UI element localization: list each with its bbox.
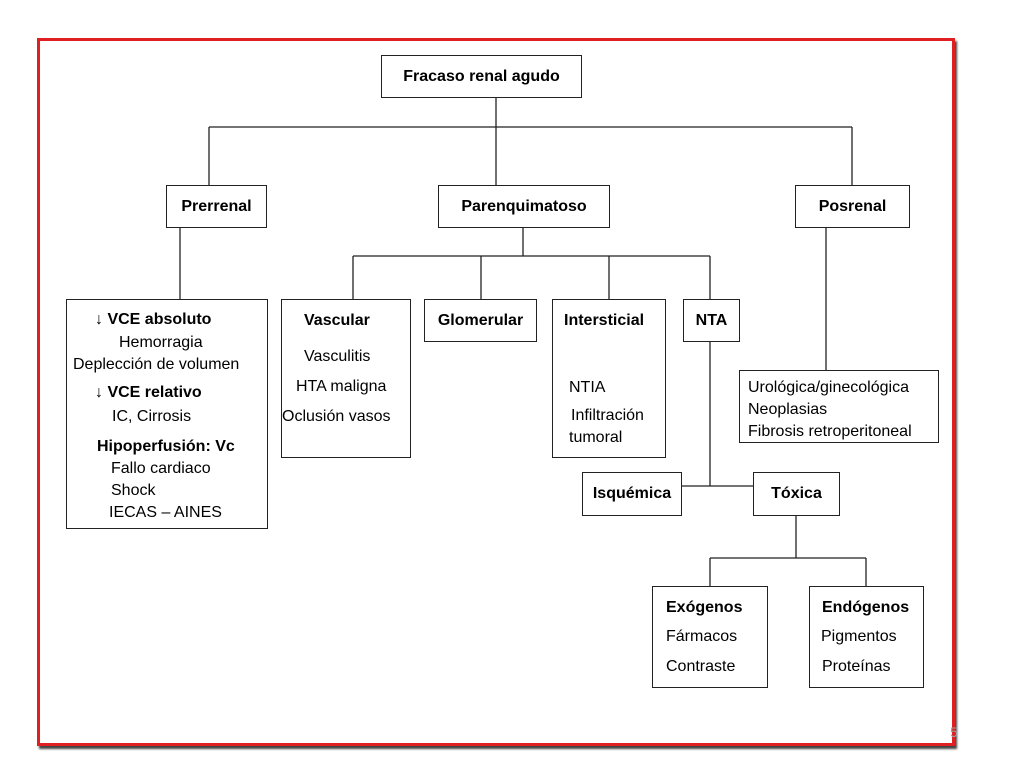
intersticial-item: Infiltración: [571, 407, 644, 424]
toxica-label: Tóxica: [771, 485, 822, 502]
shock-text: Shock: [111, 482, 156, 499]
vce-absoluto-heading: ↓ VCE absoluto: [95, 311, 212, 328]
exogenos-node: Exógenos Fármacos Contraste: [652, 586, 768, 688]
endogenos-node: Endógenos Pigmentos Proteínas: [809, 586, 924, 688]
intersticial-label: Intersticial: [564, 312, 645, 329]
intersticial-node: Intersticial NTIA Infiltración tumoral: [552, 299, 666, 458]
parenquimatoso-node: Parenquimatoso: [438, 185, 610, 228]
toxica-node: Tóxica: [753, 472, 840, 516]
posrenal-label: Posrenal: [818, 197, 887, 215]
isquemica-label: Isquémica: [592, 485, 672, 502]
endogenos-item: Proteínas: [822, 658, 891, 675]
isquemica-node: Isquémica: [582, 472, 682, 516]
root-node: Fracaso renal agudo: [381, 55, 582, 98]
posrenal-node: Posrenal: [795, 185, 910, 228]
vascular-label: Vascular: [304, 312, 370, 329]
glomerular-node: Glomerular: [424, 299, 537, 342]
prerrenal-detail-box: ↓ VCE absoluto Hemorragia Deplección de …: [66, 299, 268, 529]
parenquimatoso-label: Parenquimatoso: [461, 197, 587, 215]
root-label: Fracaso renal agudo: [403, 67, 560, 85]
slide-number: 5: [950, 724, 958, 740]
prerrenal-label: Prerrenal: [181, 197, 252, 215]
vce-relativo-heading: ↓ VCE relativo: [95, 384, 202, 401]
glomerular-label: Glomerular: [437, 311, 524, 329]
iecas-aines-text: IECAS – AINES: [109, 504, 222, 521]
vascular-item: Vasculitis: [304, 348, 371, 365]
prerrenal-node: Prerrenal: [166, 185, 267, 228]
hipoperfusion-heading: Hipoperfusión: Vc: [97, 438, 235, 455]
hemorragia-text: Hemorragia: [119, 334, 203, 351]
exogenos-label: Exógenos: [666, 599, 743, 616]
vascular-item: HTA maligna: [296, 378, 387, 395]
intersticial-item: NTIA: [569, 379, 606, 396]
ic-cirrosis-text: IC, Cirrosis: [112, 408, 192, 425]
fallo-cardiaco-text: Fallo cardiaco: [111, 460, 211, 477]
endogenos-label: Endógenos: [822, 599, 910, 616]
posrenal-item: Urológica/ginecológica: [748, 379, 909, 396]
nta-label: NTA: [695, 311, 728, 329]
posrenal-item: Neoplasias: [748, 401, 828, 418]
deplecion-text: Deplección de volumen: [73, 356, 240, 373]
nta-node: NTA: [683, 299, 740, 342]
posrenal-detail-box: Urológica/ginecológica Neoplasias Fibros…: [739, 370, 939, 443]
intersticial-item: tumoral: [569, 429, 623, 446]
exogenos-item: Fármacos: [666, 628, 738, 645]
exogenos-item: Contraste: [666, 658, 736, 675]
posrenal-item: Fibrosis retroperitoneal: [748, 423, 912, 440]
vascular-node: Vascular Vasculitis HTA maligna Oclusión…: [281, 299, 411, 458]
vascular-item: Oclusión vasos: [282, 408, 391, 425]
endogenos-item: Pigmentos: [821, 628, 897, 645]
